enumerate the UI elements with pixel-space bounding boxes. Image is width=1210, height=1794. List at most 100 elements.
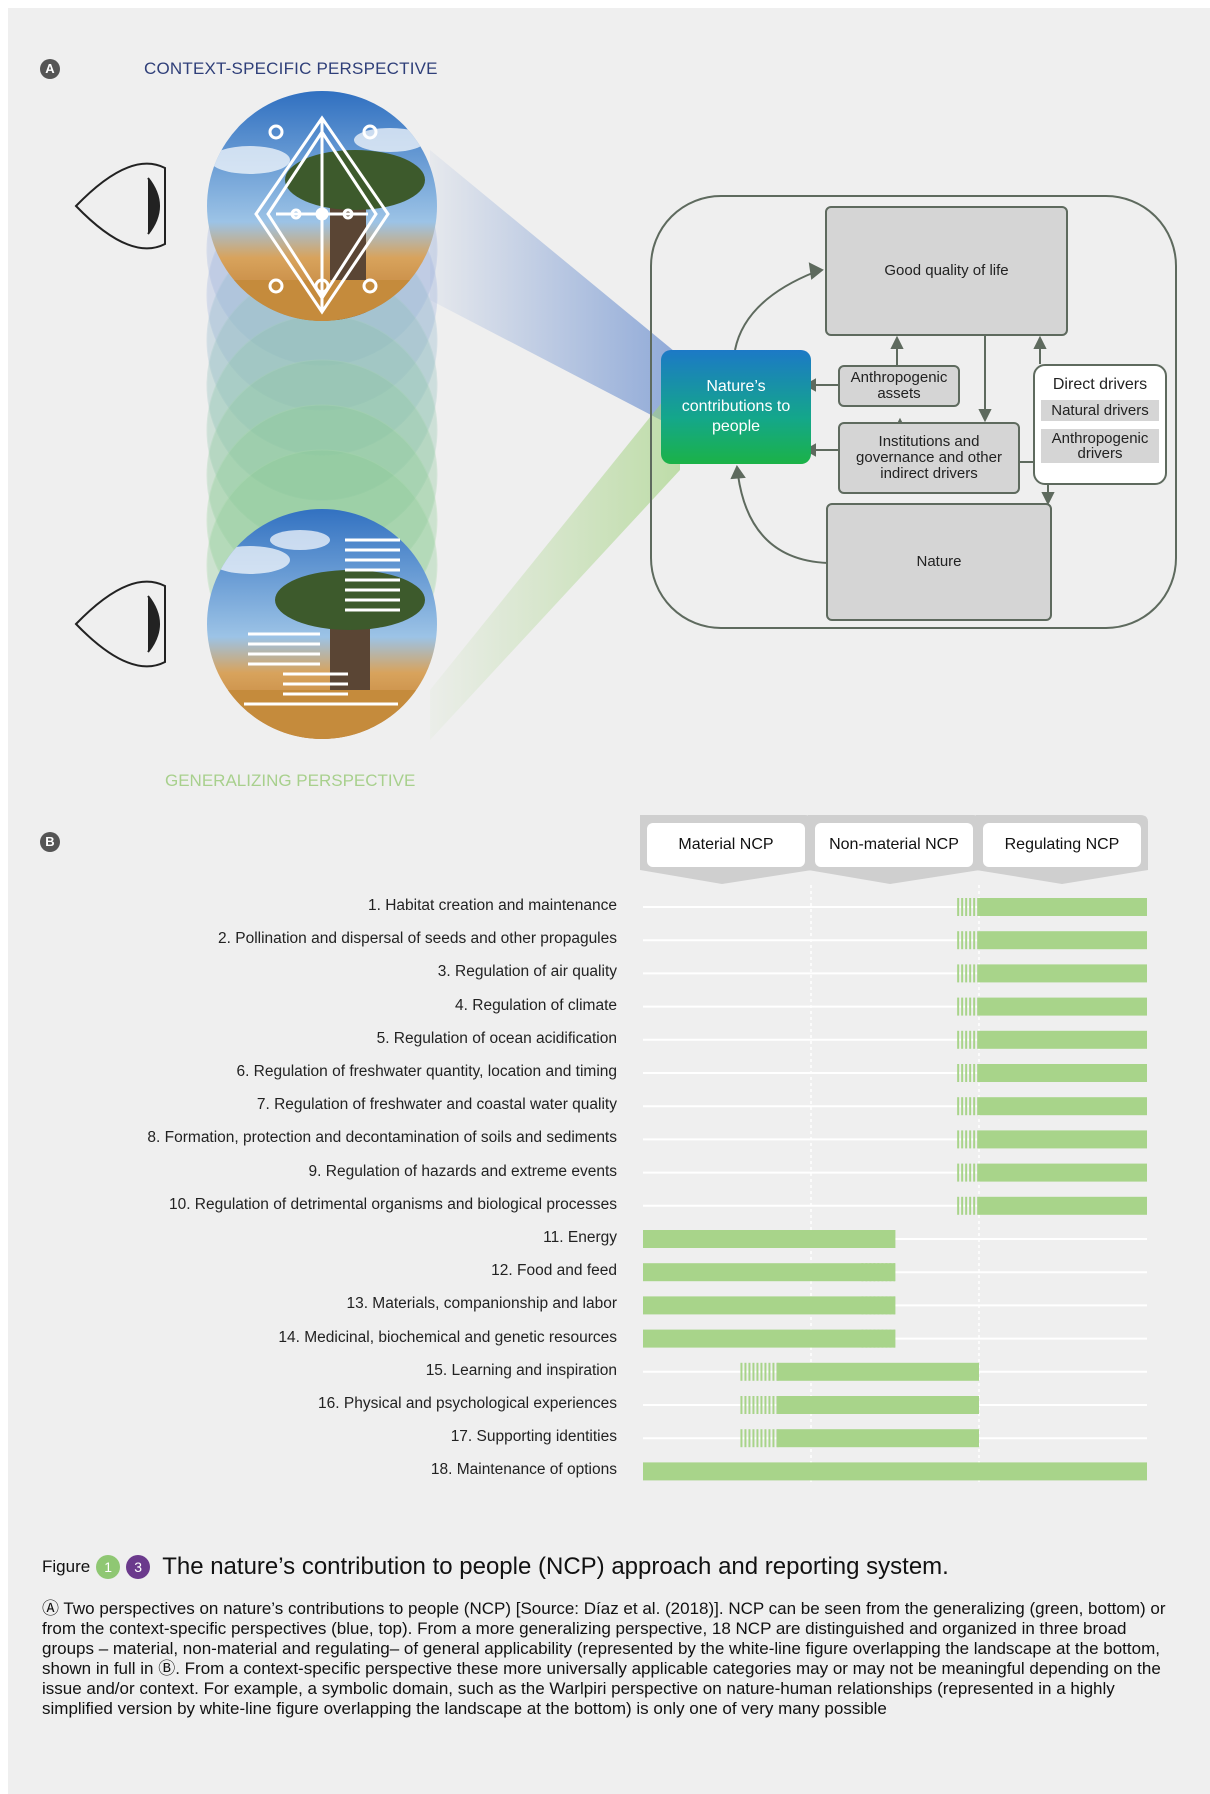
ncp-bar-fade-tick [969, 1097, 972, 1116]
ncp-bar-fade-tick [881, 1230, 884, 1248]
ncp-category-label: 17. Supporting identities [450, 1428, 617, 1446]
ncp-bar-fade-tick [869, 1263, 872, 1282]
ncp-bar-fade-tick [965, 1130, 968, 1149]
ncp-bar-fade-tick [885, 1263, 888, 1282]
ncp-bar-fade-tick [869, 1329, 872, 1348]
ncp-bar-fade-tick [977, 1163, 980, 1182]
green-beam [430, 380, 680, 740]
ncp-bar-fade-tick [881, 1329, 884, 1348]
ncp-bar-fade-tick [957, 1163, 960, 1182]
ncp-bar-fade-tick [861, 1263, 864, 1282]
ncp-category-label: 5. Regulation of ocean acidification [376, 1029, 617, 1047]
ncp-bar [979, 1030, 1147, 1049]
ncp-bar-fade-tick [977, 1196, 980, 1215]
ncp-bar-fade-tick [764, 1362, 767, 1381]
ncp-bar-fade-tick [893, 1230, 896, 1248]
ncp-bar-fade-tick [877, 1263, 880, 1282]
direct-drivers-box: Direct drivers Natural drivers Anthropog… [1033, 364, 1167, 485]
ncp-bar-fade-tick [760, 1396, 763, 1414]
ncp-bar-fade-tick [977, 1064, 980, 1082]
ncp-bar-fade-tick [873, 1329, 876, 1348]
ncp-bar-fade-tick [973, 898, 976, 916]
ncp-bar-fade-tick [885, 1230, 888, 1248]
panel-a-badge: A [40, 59, 60, 79]
ncp-bar-fade-tick [889, 1263, 892, 1282]
ncp-bar-fade-tick [969, 931, 972, 950]
ncp-bar-fade-tick [865, 1296, 868, 1315]
figure-caption-text: Ⓐ Two perspectives on nature’s contribut… [42, 1599, 1166, 1718]
ncp-bar-fade-tick [957, 1097, 960, 1116]
figure-number-badge: 1 [96, 1555, 121, 1579]
blue-beam [430, 150, 680, 430]
ncp-bar-fade-tick [740, 1362, 743, 1381]
ncp-bar-fade-tick [873, 1263, 876, 1282]
generalizing-label: GENERALIZING PERSPECTIVE [165, 771, 416, 790]
ncp-bar [979, 1163, 1147, 1182]
ncp-bar-fade-tick [961, 898, 964, 916]
ncp-bar-fade-tick [881, 1263, 884, 1282]
ncp-bar-fade-tick [961, 1030, 964, 1049]
ncp-bar-fade-tick [969, 1130, 972, 1149]
good-quality-of-life-box: Good quality of life [825, 206, 1068, 336]
ncp-bar-fade-tick [961, 997, 964, 1016]
ncp-bar-fade-tick [768, 1396, 771, 1414]
ncp-bar-fade-tick [893, 1296, 896, 1315]
ncp-bar-fade-tick [969, 997, 972, 1016]
ncp-bar-fade-tick [977, 964, 980, 983]
framework-frame [650, 195, 1177, 629]
ncp-bar-fade-tick [965, 1097, 968, 1116]
ncp-bar-fade-tick [977, 997, 980, 1016]
ncp-bar-fade-tick [861, 1296, 864, 1315]
caption-title-line: Figure 1 3 The nature’s contribution to … [42, 1553, 949, 1581]
ncp-bar-fade-tick [768, 1362, 771, 1381]
ncp-bar-fade-tick [885, 1296, 888, 1315]
ncp-bar-fade-tick [760, 1429, 763, 1448]
ncp-bar-fade-tick [973, 1196, 976, 1215]
figure-word: Figure [42, 1557, 91, 1576]
ncp-bar-fade-tick [973, 997, 976, 1016]
ncp-category-label: 9. Regulation of hazards and extreme eve… [308, 1162, 617, 1180]
ncp-bar [979, 997, 1147, 1016]
ncp-bar-fade-tick [973, 1163, 976, 1182]
ncp-bar-fade-tick [760, 1362, 763, 1381]
ncp-bar-fade-tick [965, 898, 968, 916]
ncp-category-label: 3. Regulation of air quality [437, 963, 617, 981]
ncp-category-label: 6. Regulation of freshwater quantity, lo… [236, 1063, 617, 1080]
ncp-bar [643, 1296, 895, 1315]
ncp-bar-fade-tick [776, 1429, 779, 1448]
ncp-bar [979, 1097, 1147, 1116]
ncp-bar-fade-tick [961, 931, 964, 950]
warlpiri-symbol [254, 115, 390, 315]
ncp-bar-fade-tick [756, 1429, 759, 1448]
ncp-bar-fade-tick [748, 1396, 751, 1414]
ncp-bar-fade-tick [772, 1396, 775, 1414]
ncp-bar-fade-tick [957, 898, 960, 916]
ncp-bar-fade-tick [957, 931, 960, 950]
eye-icon [74, 580, 166, 668]
ncp-bar-fade-tick [973, 964, 976, 983]
ncp-bar-fade-tick [977, 1097, 980, 1116]
ncp-bar [643, 1230, 895, 1248]
ncp-bar-fade-tick [740, 1429, 743, 1448]
institutions-box: Institutions and governance and other in… [838, 422, 1020, 494]
ncp-bar-fade-tick [764, 1396, 767, 1414]
ncp-category-label: 2. Pollination and dispersal of seeds an… [218, 930, 617, 948]
eye-icon [74, 162, 166, 250]
ncp-category-label: 16. Physical and psychological experienc… [318, 1395, 617, 1412]
ncp-line-figure [244, 538, 400, 706]
ncp-bar-fade-tick [965, 964, 968, 983]
ncp-bar [979, 898, 1147, 916]
ncp-bar-fade-tick [748, 1362, 751, 1381]
ncp-box: Nature’s contributions to people [661, 350, 811, 464]
ncp-bar-fade-tick [889, 1230, 892, 1248]
ncp-bar-fade-tick [973, 1030, 976, 1049]
ncp-bar-fade-tick [881, 1296, 884, 1315]
ncp-bar-fade-tick [756, 1396, 759, 1414]
ncp-bar-fade-tick [965, 1196, 968, 1215]
ncp-bar-fade-tick [969, 1064, 972, 1082]
ncp-bar [979, 964, 1147, 983]
ncp-category-label: 13. Materials, companionship and labor [346, 1295, 617, 1313]
ncp-bar-fade-tick [744, 1429, 747, 1448]
ncp-bar-fade-tick [865, 1263, 868, 1282]
ncp-bar-fade-tick [772, 1362, 775, 1381]
